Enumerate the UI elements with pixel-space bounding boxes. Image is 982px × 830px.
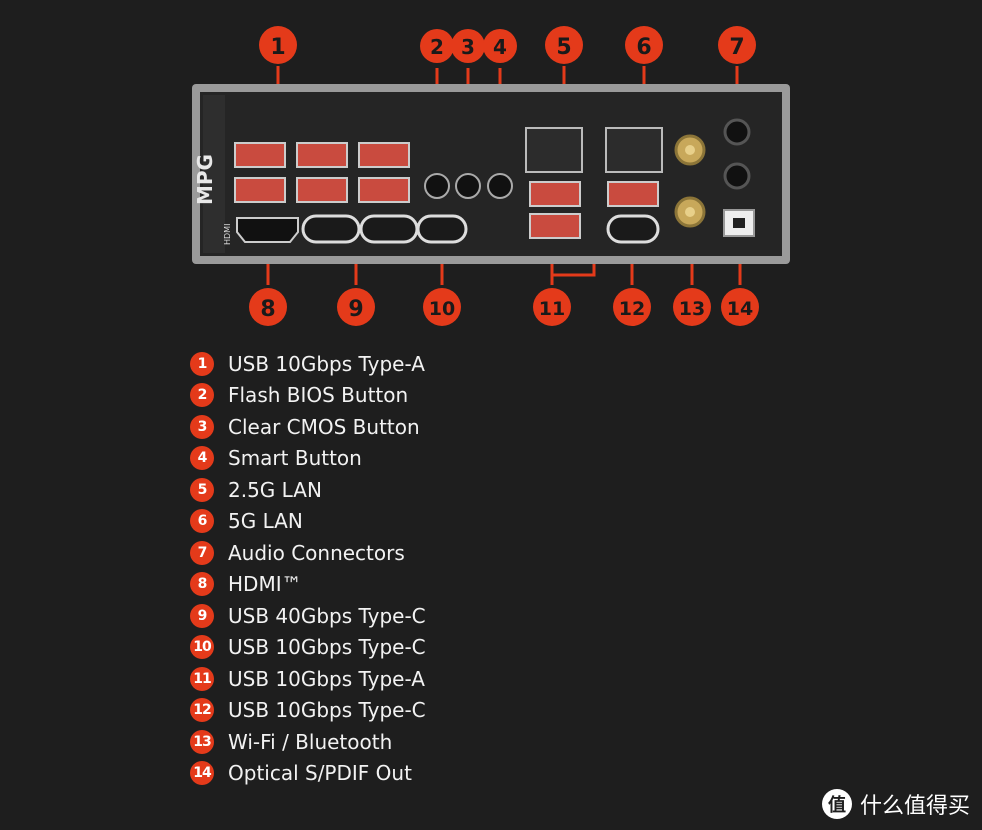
bios-buttons [424, 173, 513, 199]
legend-item: 11 USB 10Gbps Type-A [190, 663, 610, 695]
legend-item: 12 USB 10Gbps Type-C [190, 695, 610, 727]
legend-number: 3 [190, 414, 214, 439]
legend-number: 12 [190, 698, 214, 723]
svg-text:7: 7 [729, 35, 744, 60]
svg-text:3: 3 [461, 35, 475, 59]
watermark-text: 什么值得买 [859, 794, 970, 819]
legend-label: Audio Connectors [228, 540, 405, 565]
legend-item: 14 Optical S/PDIF Out [190, 758, 610, 790]
svg-text:12: 12 [619, 298, 645, 320]
lan-2-5g-port [525, 127, 583, 173]
legend-label: USB 10Gbps Type-A [228, 666, 425, 691]
legend-label: Smart Button [228, 446, 362, 471]
callout-13 [673, 288, 711, 326]
legend-label: USB 10Gbps Type-A [228, 351, 425, 376]
io-panel-diagram: MPG HDMI [192, 26, 790, 326]
callout-9 [337, 288, 375, 326]
legend-number: 10 [190, 635, 214, 660]
svg-text:8: 8 [260, 297, 275, 322]
callout-badges: 1 2 3 4 5 6 7 8 9 10 11 12 13 14 [249, 26, 759, 326]
watermark: 值 什么值得买 [821, 788, 970, 820]
svg-text:4: 4 [493, 35, 507, 59]
watermark-logo-icon: 值 [821, 789, 852, 819]
legend-label: HDMI™ [228, 572, 302, 597]
legend-item: 4 Smart Button [190, 443, 610, 475]
svg-text:2: 2 [430, 35, 444, 59]
callout-5 [545, 26, 583, 64]
lan-5g-port [605, 127, 663, 173]
callout-12 [613, 288, 651, 326]
callout-7 [718, 26, 756, 64]
legend-label: Wi-Fi / Bluetooth [228, 729, 393, 754]
svg-text:11: 11 [539, 298, 565, 320]
callout-8 [249, 288, 287, 326]
legend-item: 1 USB 10Gbps Type-A [190, 348, 610, 380]
svg-text:5: 5 [556, 35, 571, 60]
legend-number: 4 [190, 446, 214, 471]
legend-number: 7 [190, 540, 214, 565]
usb-c-10g-port-12 [606, 214, 660, 244]
legend-item: 5 2.5G LAN [190, 474, 610, 506]
legend-number: 2 [190, 383, 214, 408]
legend-number: 14 [190, 761, 214, 786]
legend-number: 1 [190, 351, 214, 376]
legend-item: 13 Wi-Fi / Bluetooth [190, 726, 610, 758]
legend-label: 2.5G LAN [228, 477, 322, 502]
legend-item: 8 HDMI™ [190, 569, 610, 601]
callout-3 [451, 29, 485, 63]
svg-text:10: 10 [429, 298, 455, 320]
usb-a-ports-1 [234, 142, 410, 203]
wifi-antenna-connectors [674, 134, 706, 228]
usb-c-10g-port-10 [416, 214, 468, 244]
svg-text:13: 13 [679, 298, 705, 320]
legend-item: 9 USB 40Gbps Type-C [190, 600, 610, 632]
legend-label: Clear CMOS Button [228, 414, 420, 439]
brand-logo: MPG [193, 154, 217, 205]
legend-number: 6 [190, 509, 214, 534]
legend-label: 5G LAN [228, 509, 303, 534]
legend-number: 9 [190, 603, 214, 628]
legend-number: 8 [190, 572, 214, 597]
legend-item: 7 Audio Connectors [190, 537, 610, 569]
hdmi-label: HDMI [223, 224, 232, 245]
callout-11 [533, 288, 571, 326]
callout-14 [721, 288, 759, 326]
svg-text:6: 6 [636, 35, 651, 60]
svg-text:1: 1 [270, 35, 285, 60]
callout-4 [483, 29, 517, 63]
legend-label: USB 10Gbps Type-C [228, 698, 426, 723]
callout-10 [423, 288, 461, 326]
legend-number: 11 [190, 666, 214, 691]
legend-label: USB 10Gbps Type-C [228, 635, 426, 660]
legend-label: Flash BIOS Button [228, 383, 409, 408]
svg-text:9: 9 [348, 297, 363, 322]
callout-2 [420, 29, 454, 63]
legend-label: Optical S/PDIF Out [228, 761, 412, 786]
svg-text:14: 14 [727, 298, 753, 320]
usb-a-ports-11 [529, 181, 659, 239]
audio-jacks [723, 118, 751, 190]
legend-number: 13 [190, 729, 214, 754]
legend-item: 10 USB 10Gbps Type-C [190, 632, 610, 664]
legend-number: 5 [190, 477, 214, 502]
callout-1 [259, 26, 297, 64]
callout-6 [625, 26, 663, 64]
legend-item: 2 Flash BIOS Button [190, 380, 610, 412]
hdmi-port [236, 217, 299, 243]
legend-item: 6 5G LAN [190, 506, 610, 538]
legend-item: 3 Clear CMOS Button [190, 411, 610, 443]
legend-label: USB 40Gbps Type-C [228, 603, 426, 628]
